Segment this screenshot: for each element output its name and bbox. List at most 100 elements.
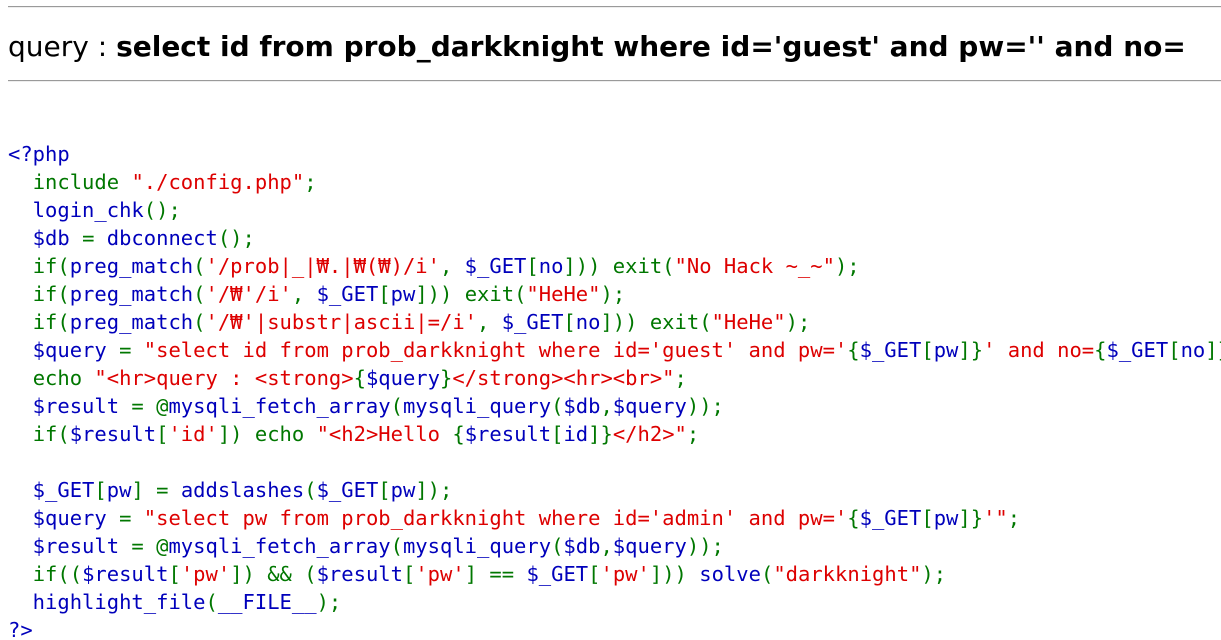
code-token: $_GET xyxy=(316,478,379,502)
code-token: $result xyxy=(464,422,552,446)
code-token: (); xyxy=(217,226,255,250)
code-token: ]) echo xyxy=(217,422,317,446)
query-output: query : select id from prob_darkknight w… xyxy=(8,27,1186,67)
query-prefix: query : xyxy=(8,30,117,63)
code-token: preg_match xyxy=(69,310,194,334)
code-token: $query xyxy=(612,534,687,558)
code-line: $query = "select pw from prob_darkknight… xyxy=(8,504,1221,532)
code-token: [ xyxy=(551,422,564,446)
code-line: $result = @mysqli_fetch_array(mysqli_que… xyxy=(8,532,1221,560)
code-token: [ xyxy=(588,562,601,586)
code-token: "No Hack ~_~" xyxy=(674,254,835,278)
code-token: [ xyxy=(378,478,391,502)
code-token: ( xyxy=(760,562,774,586)
code-token: $query xyxy=(365,366,440,390)
code-token: { xyxy=(353,366,366,390)
code-token: 'pw' xyxy=(600,562,650,586)
code-token: $_GET xyxy=(1106,338,1169,362)
code-token xyxy=(8,254,33,278)
code-line: $query = "select id from prob_darkknight… xyxy=(8,336,1221,364)
code-token: if( xyxy=(32,254,70,278)
code-token: )); xyxy=(686,534,724,558)
code-token: $db xyxy=(563,534,601,558)
code-token: pw xyxy=(390,282,416,306)
code-token: $db xyxy=(563,394,601,418)
code-token: , xyxy=(600,534,613,558)
code-token: ]} xyxy=(958,338,984,362)
code-token: = xyxy=(82,226,107,250)
code-token: addslashes xyxy=(180,478,305,502)
php-source-code: <?php include "./config.php"; login_chk(… xyxy=(8,140,1221,640)
code-token: 'pw' xyxy=(180,562,231,586)
code-token: = @ xyxy=(131,394,169,418)
code-token: mysqli_query xyxy=(402,534,552,558)
code-token: ); xyxy=(834,254,860,278)
code-token: solve xyxy=(699,562,761,586)
code-token xyxy=(8,562,33,586)
code-token: [ xyxy=(403,562,416,586)
code-token: ]) && ( xyxy=(230,562,317,586)
code-token: , xyxy=(477,310,502,334)
code-token: highlight_file xyxy=(8,590,206,614)
code-token: "HeHe" xyxy=(526,282,601,306)
code-token: pw xyxy=(933,338,959,362)
code-token: if( xyxy=(32,282,70,306)
code-token: ]} xyxy=(958,506,984,530)
code-token: ); xyxy=(921,562,947,586)
code-token: $result xyxy=(8,534,132,558)
code-line: if(preg_match('/₩'/i', $_GET[pw])) exit(… xyxy=(8,280,1221,308)
code-token: , xyxy=(439,254,465,278)
code-token: ); xyxy=(316,590,342,614)
code-line: $db = dbconnect(); xyxy=(8,224,1221,252)
code-token: no xyxy=(1180,338,1206,362)
bottom-divider xyxy=(8,80,1221,82)
code-token: preg_match xyxy=(69,254,194,278)
top-divider xyxy=(8,6,1221,8)
code-token: "HeHe" xyxy=(711,310,786,334)
code-line: highlight_file(__FILE__); xyxy=(8,588,1221,616)
code-token xyxy=(8,170,33,194)
code-token: [ xyxy=(156,422,169,446)
code-token: dbconnect xyxy=(106,226,218,250)
code-token: ; xyxy=(686,422,700,446)
code-token: $_GET xyxy=(501,310,564,334)
code-token: = @ xyxy=(131,534,169,558)
code-token: ' and no= xyxy=(983,338,1095,362)
code-token: { xyxy=(847,506,860,530)
code-line: include "./config.php"; xyxy=(8,168,1221,196)
code-token: ])) xyxy=(649,562,700,586)
code-token: ]); xyxy=(415,478,453,502)
query-text: select id from prob_darkknight where id=… xyxy=(116,30,1186,63)
code-token: mysqli_query xyxy=(402,394,552,418)
code-token: </strong><hr><br>" xyxy=(452,366,675,390)
code-token xyxy=(8,282,33,306)
code-token: { xyxy=(847,338,860,362)
code-token: [ xyxy=(921,338,934,362)
code-token: no xyxy=(538,254,564,278)
code-token: = xyxy=(119,338,144,362)
code-token: [ xyxy=(526,254,539,278)
code-line xyxy=(8,448,1221,476)
code-token: 'id' xyxy=(168,422,218,446)
code-token: ]} xyxy=(588,422,613,446)
code-token: ( xyxy=(551,394,564,418)
code-token: ]} xyxy=(1205,338,1221,362)
code-token: = xyxy=(119,506,144,530)
code-token: ( xyxy=(205,590,218,614)
code-token: ); xyxy=(785,310,811,334)
code-token: no xyxy=(575,310,601,334)
code-token: ; xyxy=(674,366,687,390)
code-token: ] == xyxy=(464,562,527,586)
code-token: id xyxy=(563,422,589,446)
code-token: '/₩'/i' xyxy=(205,282,292,306)
code-token: ( xyxy=(551,534,564,558)
code-token: pw xyxy=(390,478,416,502)
code-token: if( xyxy=(32,310,70,334)
code-token: $db xyxy=(8,226,83,250)
code-line: login_chk(); xyxy=(8,196,1221,224)
code-token: '/₩'|substr|ascii|=/i' xyxy=(205,310,478,334)
code-token: pw xyxy=(933,506,959,530)
code-token: ])) exit( xyxy=(600,310,712,334)
code-token: </h2>" xyxy=(612,422,687,446)
code-token: ( xyxy=(304,478,317,502)
